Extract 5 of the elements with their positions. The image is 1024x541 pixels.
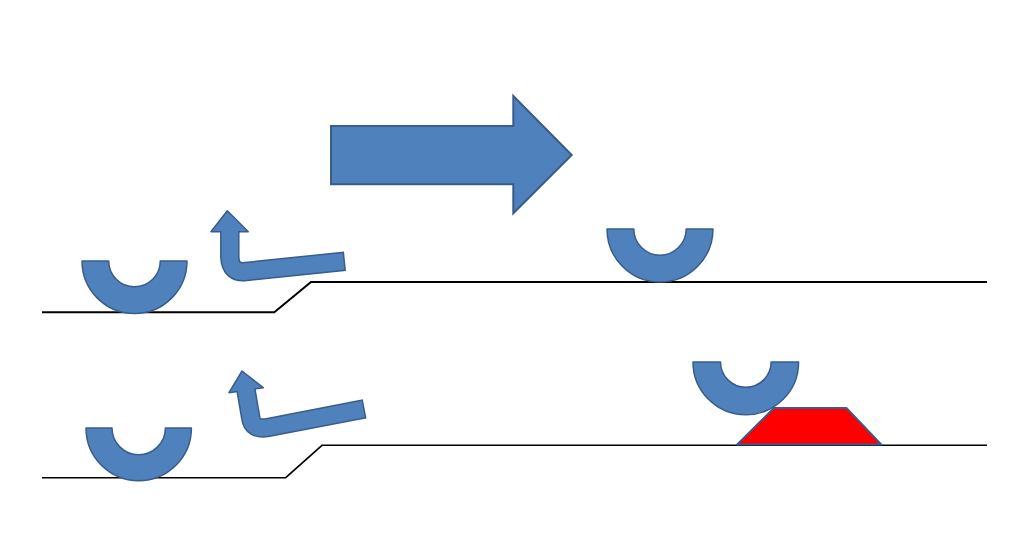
half-ring-shape	[691, 360, 800, 416]
trapezoid-block	[736, 406, 883, 446]
half-ring-shape	[606, 228, 715, 283]
half-ring-shape	[80, 259, 188, 315]
half-ring-shape	[84, 426, 192, 482]
